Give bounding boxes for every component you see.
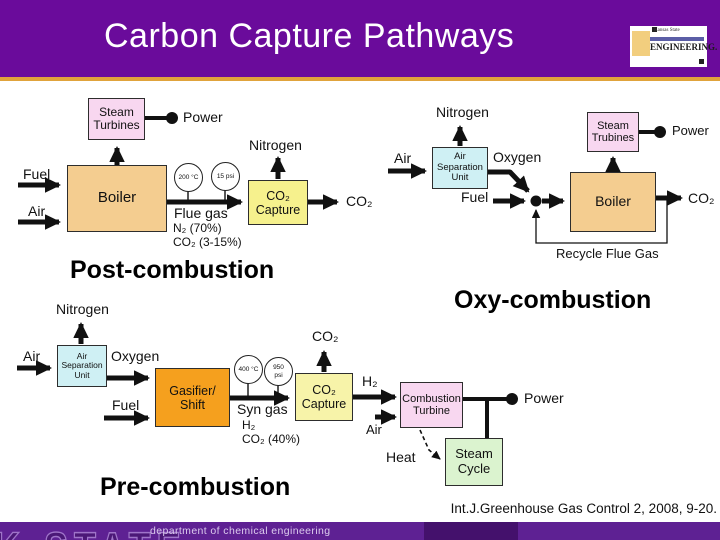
oxy-fuel-label: Fuel (461, 189, 489, 205)
post-pressure-gauge: 15 psi (211, 162, 240, 191)
pre-asu-box: Air Separation Unit (57, 345, 107, 387)
footer-dark-segment (424, 522, 518, 540)
department-label: department of chemical engineering (150, 525, 331, 537)
pre-h2-out-label: H₂ (362, 373, 378, 389)
gold-divider (0, 77, 720, 81)
pre-fuel-label: Fuel (112, 397, 140, 413)
post-n2-label: N₂ (70%) (173, 221, 222, 235)
citation-text: Int.J.Greenhouse Gas Control 2, 2008, 9-… (450, 501, 717, 516)
pre-syngas-label: Syn gas (237, 401, 288, 417)
post-fuel-label: Fuel (23, 166, 51, 182)
pre-co2-up-label: CO₂ (312, 328, 339, 344)
post-temp-gauge: 200 °C (174, 163, 203, 192)
post-co2-out-label: CO₂ (346, 193, 373, 209)
post-co2-capture-box: CO₂ Capture (248, 180, 308, 225)
oxy-mix-junction (530, 195, 542, 207)
oxy-recycle-label: Recycle Flue Gas (556, 246, 659, 261)
pre-gasifier-box: Gasifier/ Shift (155, 368, 230, 427)
pre-combustion-turbine-box: Combustion Turbine (400, 382, 463, 428)
post-co2pct-label: CO₂ (3-15%) (173, 235, 242, 249)
slide-header: Carbon Capture Pathways Kansas State ENG… (0, 0, 720, 77)
pre-pressure-gauge: 950 psi (264, 357, 293, 386)
pre-h2-content-label: H₂ (242, 418, 256, 432)
logo-yellow-block (632, 31, 650, 56)
post-power-node (166, 112, 178, 124)
oxy-co2-out-label: CO₂ (688, 190, 715, 206)
pre-heat-dashed-arrow (419, 429, 441, 460)
oxy-oxygen-label: Oxygen (493, 149, 542, 165)
post-boiler-box: Boiler (67, 165, 167, 232)
logo-main-text: ENGINEERING. (650, 42, 718, 52)
post-nitrogen-label: Nitrogen (249, 137, 302, 153)
oxy-power-label: Power (672, 123, 709, 138)
pre-temp-gauge: 400 °C (234, 355, 263, 384)
logo-square-bottom-icon (699, 59, 704, 64)
oxy-steam-turbines-box: Steam Trubines (587, 112, 639, 152)
pre-co2-capture-box: CO₂ Capture (295, 373, 353, 421)
pre-heat-label: Heat (386, 449, 416, 465)
oxy-combustion-title: Oxy-combustion (454, 286, 652, 314)
post-power-label: Power (183, 109, 223, 125)
logo-top-text: Kansas State (654, 28, 680, 33)
pre-power-label: Power (524, 390, 564, 406)
pre-steam-cycle-box: Steam Cycle (445, 438, 503, 486)
oxy-power-node (654, 126, 666, 138)
logo-bar (650, 37, 704, 41)
post-combustion-title: Post-combustion (70, 256, 275, 284)
post-steam-turbines-box: Steam Turbines (88, 98, 145, 140)
slide-footer: K-STATE department of chemical engineeri… (0, 522, 720, 540)
oxy-oxygen-arrow (488, 169, 530, 193)
oxy-asu-box: Air Separation Unit (432, 147, 488, 189)
post-air-label: Air (28, 203, 46, 219)
pre-combustion-title: Pre-combustion (100, 473, 291, 501)
post-fluegas-label: Flue gas (174, 205, 228, 221)
page-title: Carbon Capture Pathways (104, 17, 515, 55)
pre-oxygen-label: Oxygen (111, 348, 160, 364)
oxy-nitrogen-label: Nitrogen (436, 104, 489, 120)
pre-nitrogen-label: Nitrogen (56, 301, 109, 317)
logo-square-top-icon (652, 27, 657, 32)
kstate-watermark: K-STATE (0, 522, 187, 540)
oxy-boiler-box: Boiler (570, 172, 656, 232)
pre-air2-label: Air (366, 422, 382, 437)
pre-co2-content-label: CO₂ (40%) (242, 432, 301, 446)
pre-air-label: Air (23, 348, 41, 364)
engineering-logo: Kansas State ENGINEERING. (630, 26, 717, 67)
oxy-air-label: Air (394, 150, 412, 166)
pre-power-node (506, 393, 518, 405)
